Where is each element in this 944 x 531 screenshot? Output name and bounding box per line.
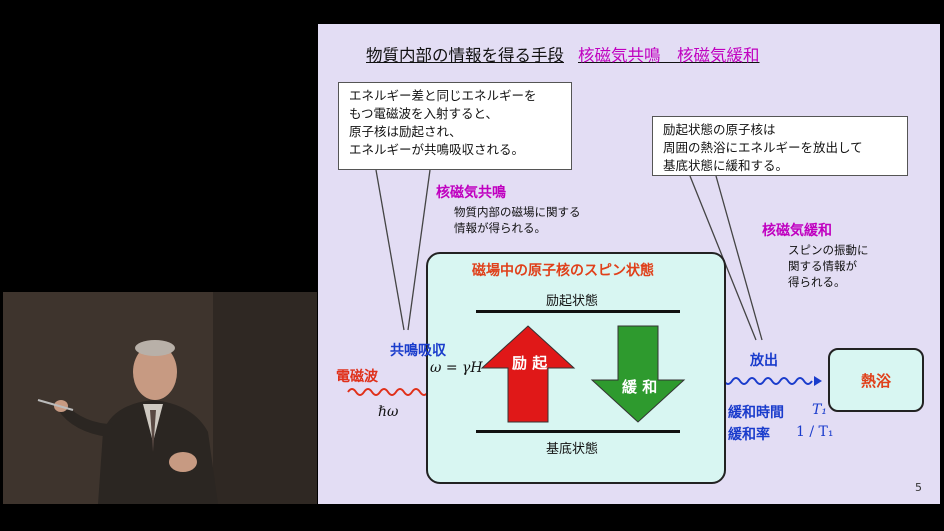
outgoing-wave xyxy=(715,377,813,385)
relaxation-desc: スピンの振動に 関する情報が 得られる。 xyxy=(788,243,869,289)
relaxation-explanation-box: 励起状態の原子核は 周囲の熱浴にエネルギーを放出して 基底状態に緩和する。 xyxy=(652,116,908,176)
ground-state-label: 基底状態 xyxy=(546,442,599,457)
spin-state-panel: 磁場中の原子核のスピン状態 励起状態 基底状態 励 起 緩 和 xyxy=(426,252,726,484)
resonance-absorption-label: 共鳴吸収 xyxy=(390,343,446,359)
relax-time-symbol: T₁ xyxy=(812,402,827,418)
excited-level xyxy=(476,310,680,313)
relaxation-label: 核磁気緩和 xyxy=(762,223,832,239)
excited-state-label: 励起状態 xyxy=(546,294,599,309)
title-highlight: 核磁気共鳴 核磁気緩和 xyxy=(578,46,760,65)
page-number: 5 xyxy=(915,481,922,494)
relax-time-label: 緩和時間 xyxy=(728,405,784,421)
down-arrow-icon xyxy=(590,325,686,423)
resonance-explanation-box: エネルギー差と同じエネルギーを もつ電磁波を入射すると、 原子核は励起され、 エ… xyxy=(338,82,572,170)
up-arrow-label: 励 起 xyxy=(512,354,548,372)
slide: 物質内部の情報を得る手段核磁気共鳴 核磁気緩和 エネルギー差と同じエネルギーを … xyxy=(318,24,940,504)
ground-level xyxy=(476,430,680,433)
speaker-video xyxy=(3,292,317,504)
hbar-omega: ℏω xyxy=(378,404,399,420)
nmr-label: 核磁気共鳴 xyxy=(436,185,506,201)
nmr-desc: 物質内部の磁場に関する 情報が得られる。 xyxy=(454,205,581,235)
up-arrow-icon xyxy=(480,325,576,423)
panel-title: 磁場中の原子核のスピン状態 xyxy=(472,263,654,279)
relax-rate-label: 緩和率 xyxy=(728,427,770,443)
relax-rate-symbol: 1 / T₁ xyxy=(796,424,834,440)
slide-title: 物質内部の情報を得る手段核磁気共鳴 核磁気緩和 xyxy=(366,42,760,66)
heat-bath-box: 熱浴 xyxy=(828,348,924,412)
title-text: 物質内部の情報を得る手段 xyxy=(366,46,564,65)
down-arrow-label: 緩 和 xyxy=(622,378,658,396)
emission-label: 放出 xyxy=(750,353,778,369)
em-wave-label: 電磁波 xyxy=(336,369,378,385)
speaker-figure xyxy=(3,292,317,504)
omega-formula: ω = γH xyxy=(430,360,483,376)
